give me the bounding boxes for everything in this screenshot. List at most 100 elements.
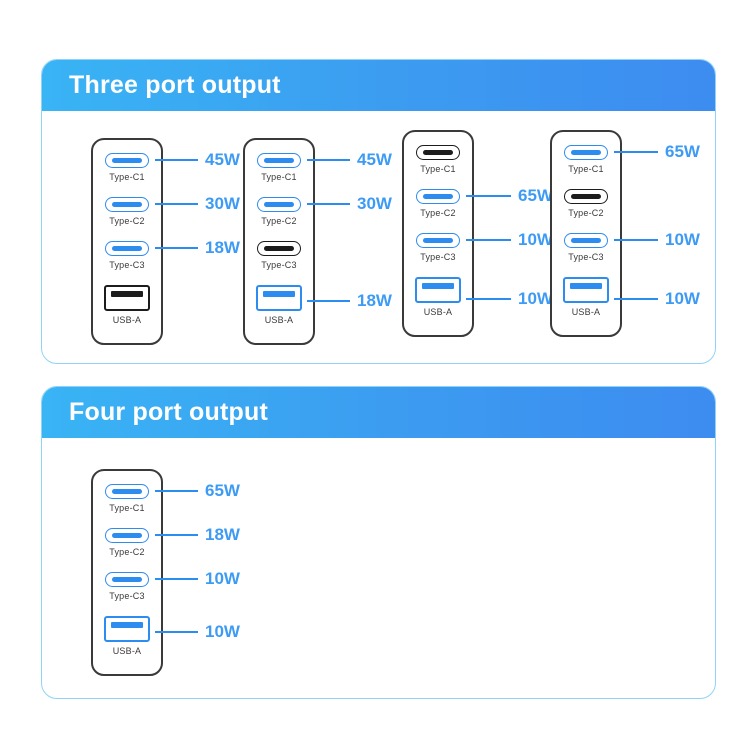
callout-charger3-type-c2: 65W [466,186,553,206]
callout-charger4-usb-a: 10W [614,289,700,309]
port-row-usb-a: USB-A [404,277,472,325]
callout-charger3-type-c3: 10W [466,230,553,250]
port-row-type-c2: Type-C2 [245,197,313,241]
port-row-type-c2: Type-C2 [93,197,161,241]
type-c-port-icon[interactable] [257,241,301,256]
port-label: Type-C1 [109,172,145,182]
callout-charger4-type-c1: 65W [614,142,700,162]
type-c-port-icon[interactable] [257,197,301,212]
port-graphic-wrap [93,484,161,499]
type-c-inner-bar [112,158,142,163]
port-row-type-c1: Type-C1 [245,153,313,197]
port-graphic-wrap [93,616,161,642]
port-row-type-c2: Type-C2 [93,528,161,572]
wattage-label: 18W [205,238,240,257]
port-row-type-c3: Type-C3 [245,241,313,285]
port-row-usb-a: USB-A [93,285,161,333]
type-c-inner-bar [423,194,453,199]
port-label: Type-C3 [261,260,297,270]
usb-a-inner-bar [263,291,295,297]
type-c-port-icon[interactable] [564,233,608,248]
type-c-port-icon[interactable] [416,145,460,160]
type-c-port-icon[interactable] [416,189,460,204]
port-graphic-wrap [93,197,161,212]
type-c-port-icon[interactable] [105,241,149,256]
section-four-port-output: Four port output Type-C1 Type-C2 Type- [41,386,716,699]
usb-a-port-icon[interactable] [563,277,609,303]
usb-a-inner-bar [111,291,143,297]
type-c-port-icon[interactable] [105,197,149,212]
wattage-label: 45W [205,150,240,169]
port-row-type-c3: Type-C3 [404,233,472,277]
type-c-inner-bar [264,246,294,251]
type-c-inner-bar [112,533,142,538]
charger-device-4: Type-C1 Type-C2 Type-C3 USB-A [550,130,622,337]
port-row-usb-a: USB-A [93,616,161,664]
type-c-inner-bar [112,489,142,494]
wattage-label: 10W [665,230,700,249]
port-label: USB-A [571,307,601,317]
wattage-label: 10W [518,289,553,308]
port-graphic-wrap [93,285,161,311]
port-row-type-c3: Type-C3 [552,233,620,277]
port-label: USB-A [112,315,142,325]
section-header-three-port: Three port output [42,60,715,111]
wattage-label: 10W [205,622,240,641]
port-label: Type-C1 [420,164,456,174]
wattage-label: 30W [357,194,392,213]
wattage-label: 18W [357,291,392,310]
type-c-port-icon[interactable] [564,145,608,160]
type-c-inner-bar [571,238,601,243]
port-label: Type-C1 [261,172,297,182]
port-row-type-c1: Type-C1 [404,145,472,189]
type-c-port-icon[interactable] [105,153,149,168]
section-title: Four port output [69,397,268,426]
port-row-type-c1: Type-C1 [93,153,161,197]
port-graphic-wrap [93,153,161,168]
usb-a-port-icon[interactable] [415,277,461,303]
usb-a-port-icon[interactable] [256,285,302,311]
port-row-type-c1: Type-C1 [552,145,620,189]
port-label: Type-C3 [568,252,604,262]
wattage-label: 18W [205,525,240,544]
usb-a-inner-bar [570,283,602,289]
type-c-port-icon[interactable] [105,572,149,587]
port-label: USB-A [264,315,294,325]
callout-charger2-type-c2: 30W [307,194,392,214]
port-graphic-wrap [245,153,313,168]
wattage-label: 45W [357,150,392,169]
port-row-type-c2: Type-C2 [404,189,472,233]
charger-device-5: Type-C1 Type-C2 Type-C3 USB-A [91,469,163,676]
usb-a-inner-bar [111,622,143,628]
section-three-port-output: Three port output Type-C1 Type-C2 Type [41,59,716,364]
callout-charger2-usb-a: 18W [307,291,392,311]
port-label: Type-C3 [109,591,145,601]
wattage-label: 65W [665,142,700,161]
wattage-label: 65W [518,186,553,205]
type-c-port-icon[interactable] [105,484,149,499]
port-label: Type-C3 [109,260,145,270]
port-graphic-wrap [245,285,313,311]
type-c-port-icon[interactable] [564,189,608,204]
wattage-label: 10W [518,230,553,249]
port-label: Type-C2 [109,216,145,226]
type-c-inner-bar [423,150,453,155]
wattage-label: 65W [205,481,240,500]
port-label: Type-C2 [261,216,297,226]
usb-a-port-icon[interactable] [104,285,150,311]
type-c-port-icon[interactable] [257,153,301,168]
port-label: Type-C1 [109,503,145,513]
type-c-port-icon[interactable] [105,528,149,543]
port-label: Type-C3 [420,252,456,262]
section-header-four-port: Four port output [42,387,715,438]
port-row-type-c1: Type-C1 [93,484,161,528]
callout-charger3-usb-a: 10W [466,289,553,309]
type-c-inner-bar [571,194,601,199]
port-graphic-wrap [552,233,620,248]
charger-device-1: Type-C1 Type-C2 Type-C3 USB-A [91,138,163,345]
type-c-port-icon[interactable] [416,233,460,248]
type-c-inner-bar [112,246,142,251]
usb-a-port-icon[interactable] [104,616,150,642]
charger-device-2: Type-C1 Type-C2 Type-C3 USB-A [243,138,315,345]
